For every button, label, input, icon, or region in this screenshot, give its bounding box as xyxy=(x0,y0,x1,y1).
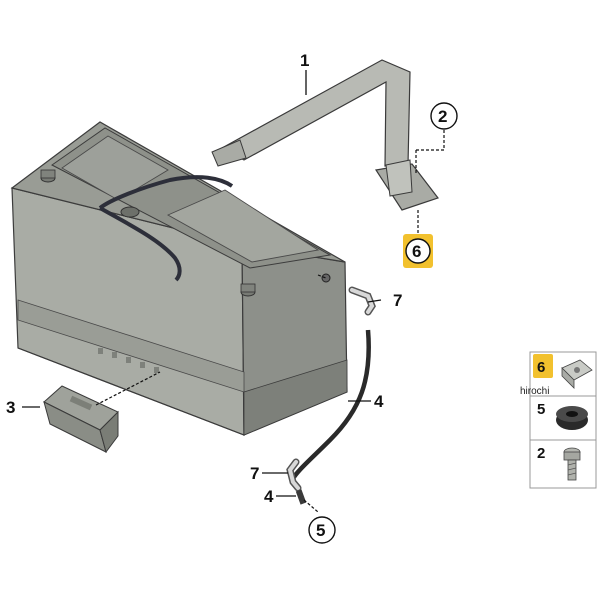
leader-line xyxy=(367,299,382,303)
clip-nut-icon xyxy=(561,359,593,389)
vent-hose xyxy=(286,286,376,505)
legend-number: 2 xyxy=(537,445,545,462)
callout-7-bottom: 7 xyxy=(250,464,259,483)
callout-3: 3 xyxy=(6,398,15,417)
callout-circle xyxy=(308,516,336,544)
leader-line xyxy=(95,371,161,406)
battery xyxy=(10,121,348,436)
leader-line xyxy=(303,499,319,513)
screw-icon xyxy=(563,447,581,481)
parts-legend: 6 hirochi 5 2 xyxy=(520,351,597,489)
holding-bracket xyxy=(211,59,439,211)
callout-circle xyxy=(405,238,431,264)
watermark: hirochi xyxy=(520,386,549,397)
legend-number: 5 xyxy=(537,401,545,418)
leader-line xyxy=(317,274,327,279)
grommet-icon xyxy=(556,406,588,430)
legend-number: 6 xyxy=(537,359,545,376)
callout-6: 6 xyxy=(412,242,421,261)
callout-4: 4 xyxy=(374,392,384,411)
callout-5: 5 xyxy=(316,521,325,540)
callout-1: 1 xyxy=(300,51,309,70)
terminal-cover xyxy=(43,385,119,454)
callout-4-bottom: 4 xyxy=(264,487,274,506)
callout-circle xyxy=(430,102,458,130)
callout-7-top: 7 xyxy=(393,291,402,310)
legend-highlight xyxy=(533,354,553,378)
callout-2: 2 xyxy=(438,107,447,126)
